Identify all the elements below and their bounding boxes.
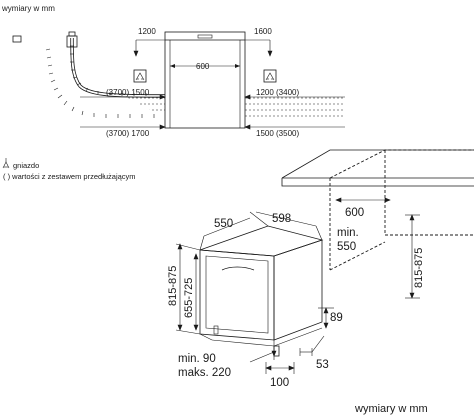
label-53: 53	[316, 359, 329, 371]
label-550: 550	[214, 218, 233, 230]
label-655-725: 655-725	[183, 278, 195, 318]
label-plinth-max: maks. 220	[178, 367, 231, 379]
units-label-top: wymiary w mm	[1, 4, 55, 13]
countertop	[281, 149, 474, 187]
dim-left-upper	[133, 39, 165, 57]
height-dim-655-725	[193, 253, 199, 331]
socket-icon	[2, 158, 10, 169]
dim-right-low	[244, 124, 345, 130]
socket-icon	[133, 69, 147, 83]
label-600-top: 600	[196, 62, 210, 71]
inlet-hose	[66, 31, 166, 98]
label-815-875-right: 815-875	[413, 248, 425, 288]
socket-icon	[263, 69, 277, 83]
label-100: 100	[270, 377, 289, 389]
height-dim-right	[405, 214, 420, 299]
label-left-low: (3700) 1700	[106, 129, 150, 138]
label-plinth-min: min. 90	[178, 353, 216, 365]
niche-depth-dim	[335, 197, 391, 203]
label-niche-550: 550	[337, 241, 356, 253]
legend-socket: gniazdo	[13, 161, 39, 170]
dim-right-mid	[244, 94, 345, 100]
width-dimension-600	[170, 64, 240, 68]
depth-dim-550	[199, 211, 269, 251]
label-1600-right: 1600	[254, 27, 272, 36]
label-niche-600: 600	[345, 207, 364, 219]
label-89: 89	[330, 312, 343, 324]
label-right-low: 1500 (3500)	[256, 129, 299, 138]
label-598: 598	[272, 213, 291, 225]
plinth-dim	[249, 340, 277, 363]
dim-100	[265, 362, 295, 374]
label-niche-min: min.	[337, 227, 359, 239]
dim-left-low	[80, 124, 166, 130]
dim-89	[318, 307, 334, 329]
dishwasher-body	[199, 225, 324, 357]
floor-hatching	[80, 97, 345, 117]
dim-left-mid	[80, 94, 166, 100]
label-1200-left: 1200	[138, 27, 156, 36]
drain-hose	[12, 28, 165, 120]
units-label-bottom: wymiary w mm	[354, 403, 428, 415]
label-right-mid: 1200 (3400)	[256, 88, 299, 97]
label-815-875-left: 815-875	[167, 266, 179, 306]
dishwasher-top-view	[164, 31, 246, 129]
legend-extended: ( ) wartości z zestawem przedłużającym	[3, 172, 136, 181]
label-left-mid: (3700) 1500	[106, 88, 150, 97]
width-dim-598	[255, 211, 323, 241]
height-dim-left	[175, 243, 201, 335]
dim-right-upper	[245, 39, 273, 57]
dim-53	[299, 335, 325, 356]
